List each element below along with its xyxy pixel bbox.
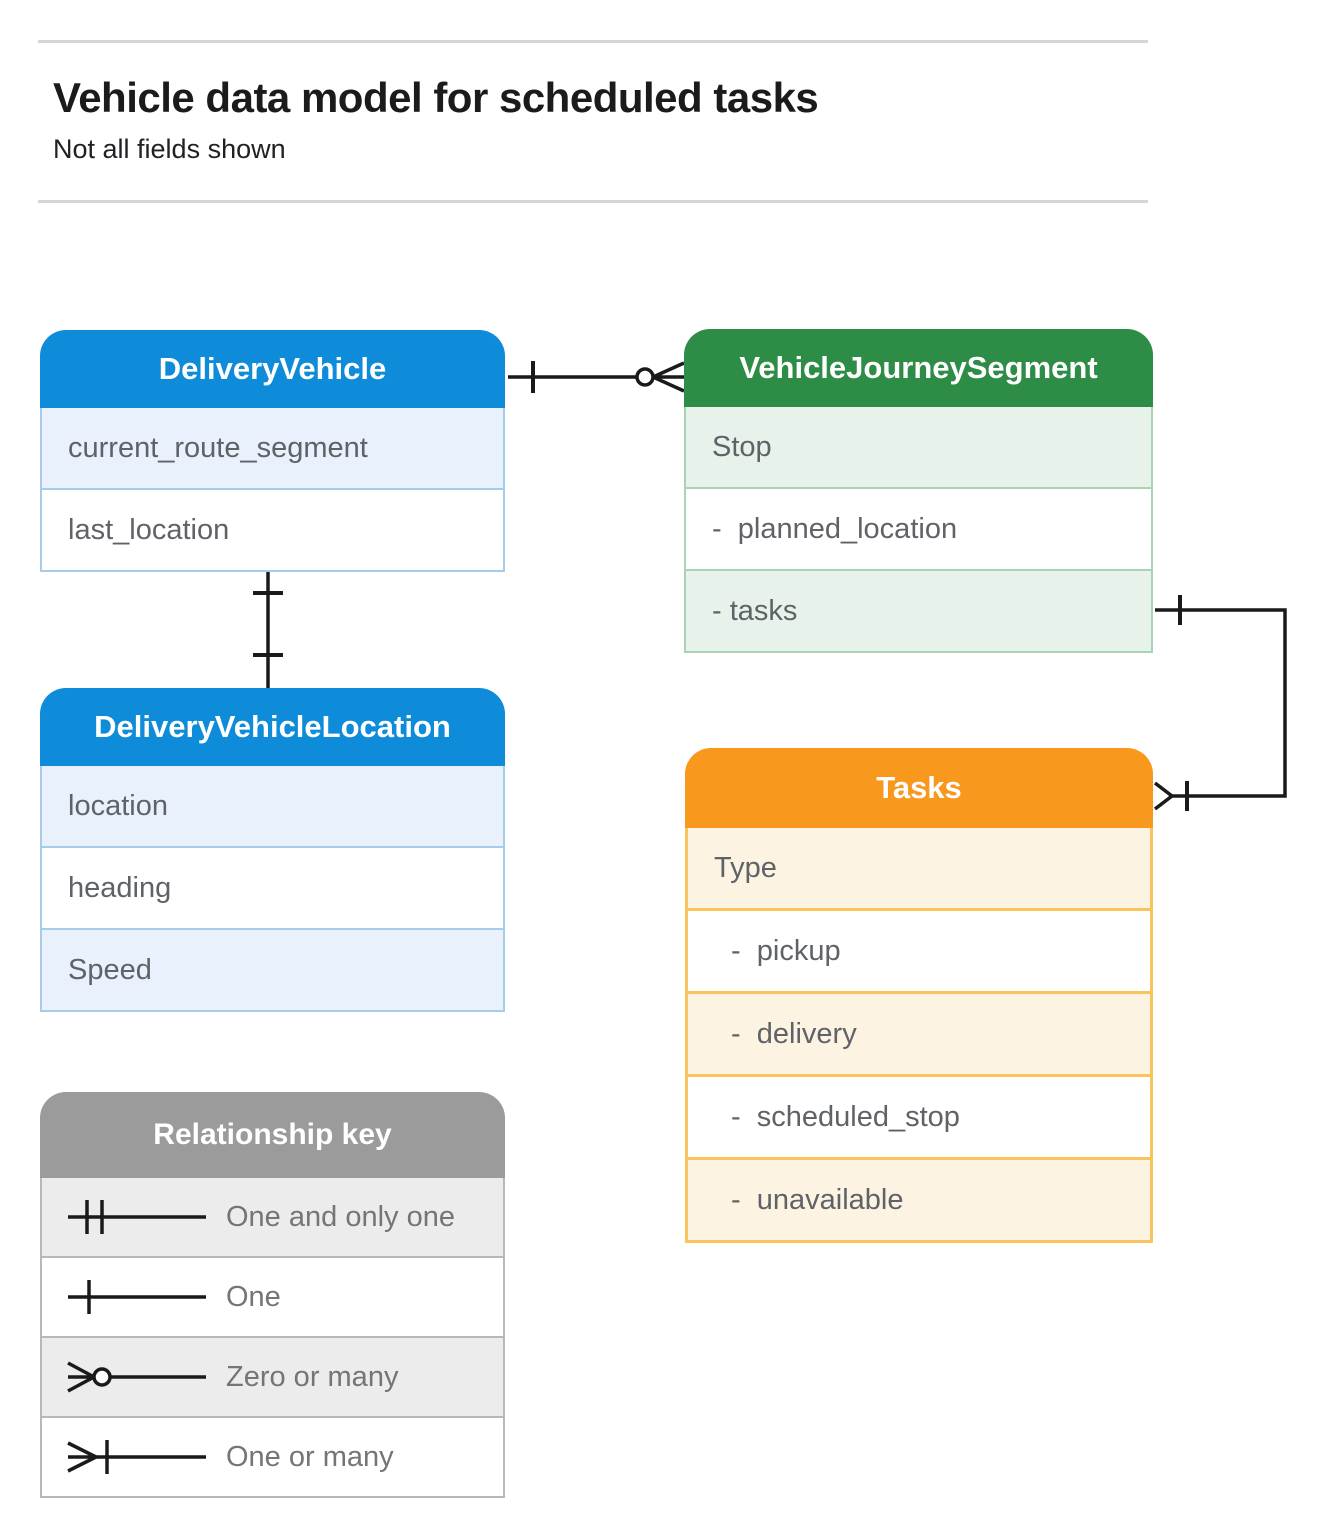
- field-tasks: - tasks: [686, 569, 1151, 651]
- page-subtitle: Not all fields shown: [53, 134, 286, 164]
- entity-tasks-fields: Type - pickup - delivery - scheduled_sto…: [685, 828, 1153, 1243]
- relationship-key: Relationship key One and only one One: [40, 1092, 505, 1498]
- legend-item-one-or-many: One or many: [42, 1416, 503, 1496]
- zero-or-many-icon: [67, 1361, 206, 1393]
- relationship-key-title: Relationship key: [40, 1092, 505, 1178]
- entity-delivery-vehicle-location-title: DeliveryVehicleLocation: [40, 688, 505, 766]
- zero-circle-icon: [635, 367, 655, 387]
- legend-item-one-and-only-one: One and only one: [42, 1178, 503, 1256]
- legend-item-one: One: [42, 1256, 503, 1336]
- legend-label: One or many: [226, 1440, 394, 1473]
- entity-delivery-vehicle: DeliveryVehicle current_route_segment la…: [40, 330, 505, 572]
- legend-label: One: [226, 1280, 281, 1313]
- field-heading: heading: [42, 846, 503, 928]
- top-divider: [38, 40, 1148, 43]
- field-scheduled-stop: - scheduled_stop: [688, 1074, 1150, 1157]
- one-and-only-one-icon: [68, 1200, 206, 1234]
- one-icon: [68, 1280, 206, 1314]
- header-divider: [38, 200, 1148, 203]
- legend-label: Zero or many: [226, 1360, 399, 1393]
- connector-deliveryvehicle-to-deliveryvehiclelocation: [253, 568, 283, 688]
- entity-vehicle-journey-segment-fields: Stop - planned_location - tasks: [684, 407, 1153, 653]
- field-stop: Stop: [686, 407, 1151, 487]
- entity-tasks-title: Tasks: [685, 748, 1153, 828]
- entity-delivery-vehicle-fields: current_route_segment last_location: [40, 408, 505, 572]
- field-unavailable: - unavailable: [688, 1157, 1150, 1240]
- one-or-many-icon: [67, 1440, 206, 1474]
- field-last-location: last_location: [42, 488, 503, 570]
- entity-delivery-vehicle-location-fields: location heading Speed: [40, 766, 505, 1012]
- field-delivery: - delivery: [688, 991, 1150, 1074]
- page-title: Vehicle data model for scheduled tasks: [53, 74, 819, 121]
- connector-deliveryvehicle-to-vehiclejourneysegment: [508, 361, 685, 393]
- field-planned-location: - planned_location: [686, 487, 1151, 569]
- entity-vehicle-journey-segment-title: VehicleJourneySegment: [684, 329, 1153, 407]
- field-type: Type: [688, 828, 1150, 908]
- entity-delivery-vehicle-location: DeliveryVehicleLocation location heading…: [40, 688, 505, 1012]
- legend-label: One and only one: [226, 1200, 455, 1233]
- field-current-route-segment: current_route_segment: [42, 408, 503, 488]
- connector-tasksfield-to-tasks: [1153, 595, 1287, 811]
- field-pickup: - pickup: [688, 908, 1150, 991]
- legend-item-zero-or-many: Zero or many: [42, 1336, 503, 1416]
- field-speed: Speed: [42, 928, 503, 1010]
- entity-vehicle-journey-segment: VehicleJourneySegment Stop - planned_loc…: [684, 329, 1153, 653]
- field-location: location: [42, 766, 503, 846]
- relationship-key-rows: One and only one One Zero or many: [40, 1178, 505, 1498]
- entity-tasks: Tasks Type - pickup - delivery - schedul…: [685, 748, 1153, 1243]
- entity-delivery-vehicle-title: DeliveryVehicle: [40, 330, 505, 408]
